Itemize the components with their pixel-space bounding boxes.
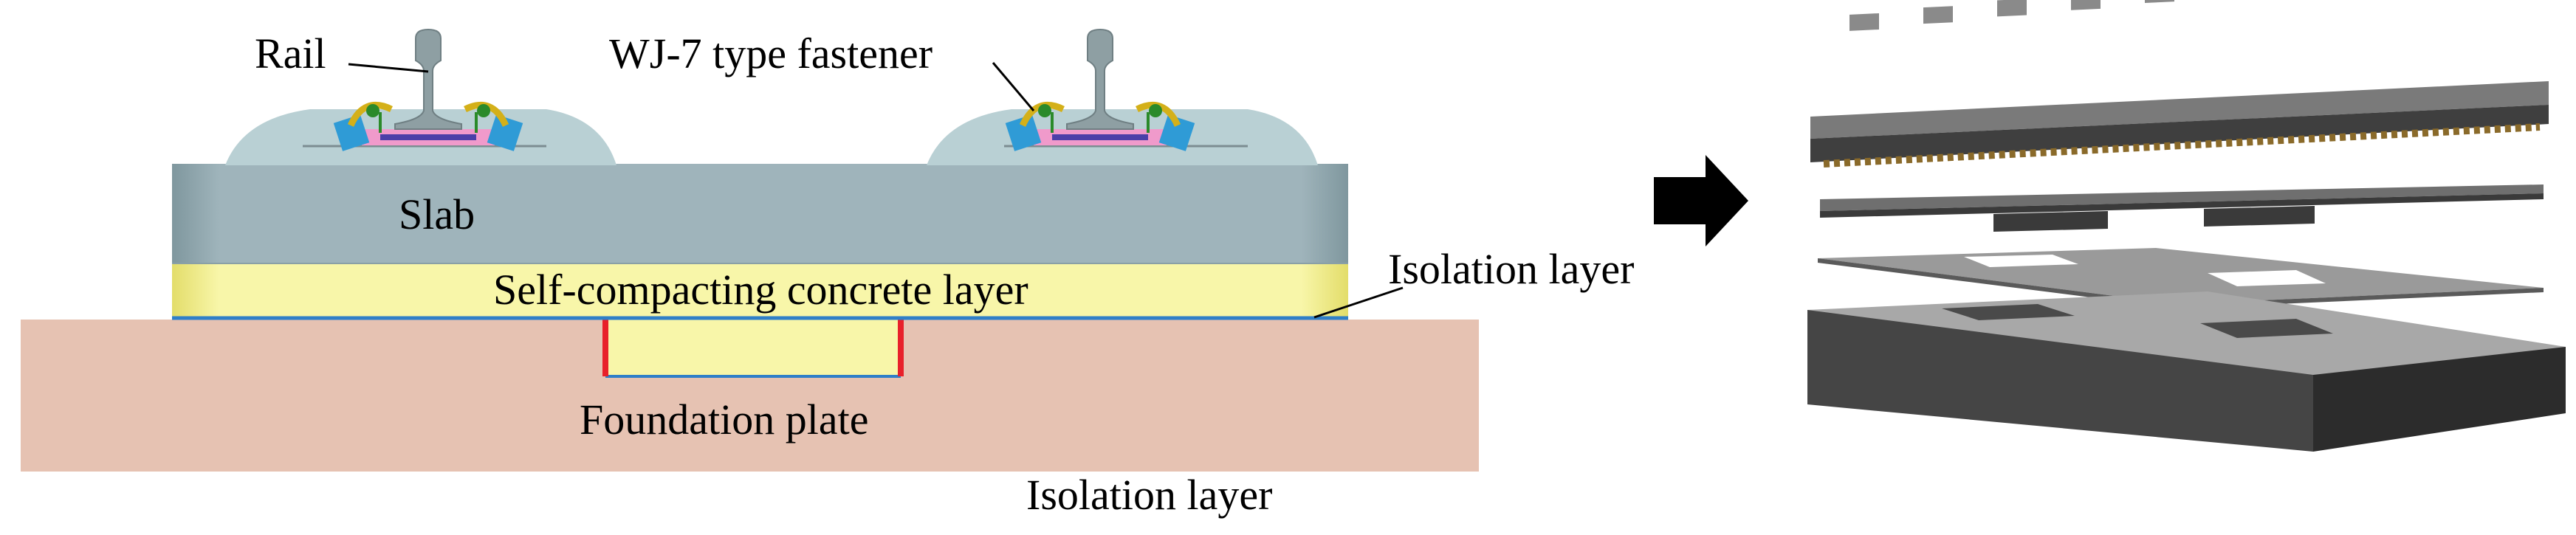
isolation-layer-label-bottom: Isolation layer [1026, 471, 1272, 519]
fastener-leader [992, 62, 1035, 111]
foundation-recess [604, 317, 902, 376]
isolation-leader [1313, 286, 1404, 319]
rail-leader [348, 63, 429, 73]
fastener-right [1004, 101, 1248, 151]
slab [172, 164, 1348, 264]
foundation-plate-label: Foundation plate [580, 396, 868, 443]
rail-left [394, 28, 462, 130]
cross-section: Rail WJ-7 type fastener Slab Self-compac… [21, 28, 1634, 519]
exploded-isolation-layer [1818, 248, 2544, 308]
scc-layer [172, 263, 1348, 318]
scc-layer-label: Self-compacting concrete layer [493, 266, 1028, 314]
exploded-foundation [1807, 291, 2566, 452]
isolation-wall-left [602, 317, 608, 376]
exploded-scc-layer [1820, 184, 2544, 232]
exploded-slab [1810, 0, 2549, 168]
exploded-view [1807, 0, 2566, 452]
fastener-label: WJ-7 type fastener [609, 30, 932, 77]
isolation-layer-label-right: Isolation layer [1388, 245, 1634, 293]
rail-right [1066, 28, 1134, 130]
isolation-wall-right [898, 317, 904, 376]
slab-label: Slab [399, 190, 475, 238]
rail-label: Rail [255, 30, 326, 77]
right-arrow-icon [1654, 155, 1748, 246]
fastener-left [303, 101, 546, 151]
